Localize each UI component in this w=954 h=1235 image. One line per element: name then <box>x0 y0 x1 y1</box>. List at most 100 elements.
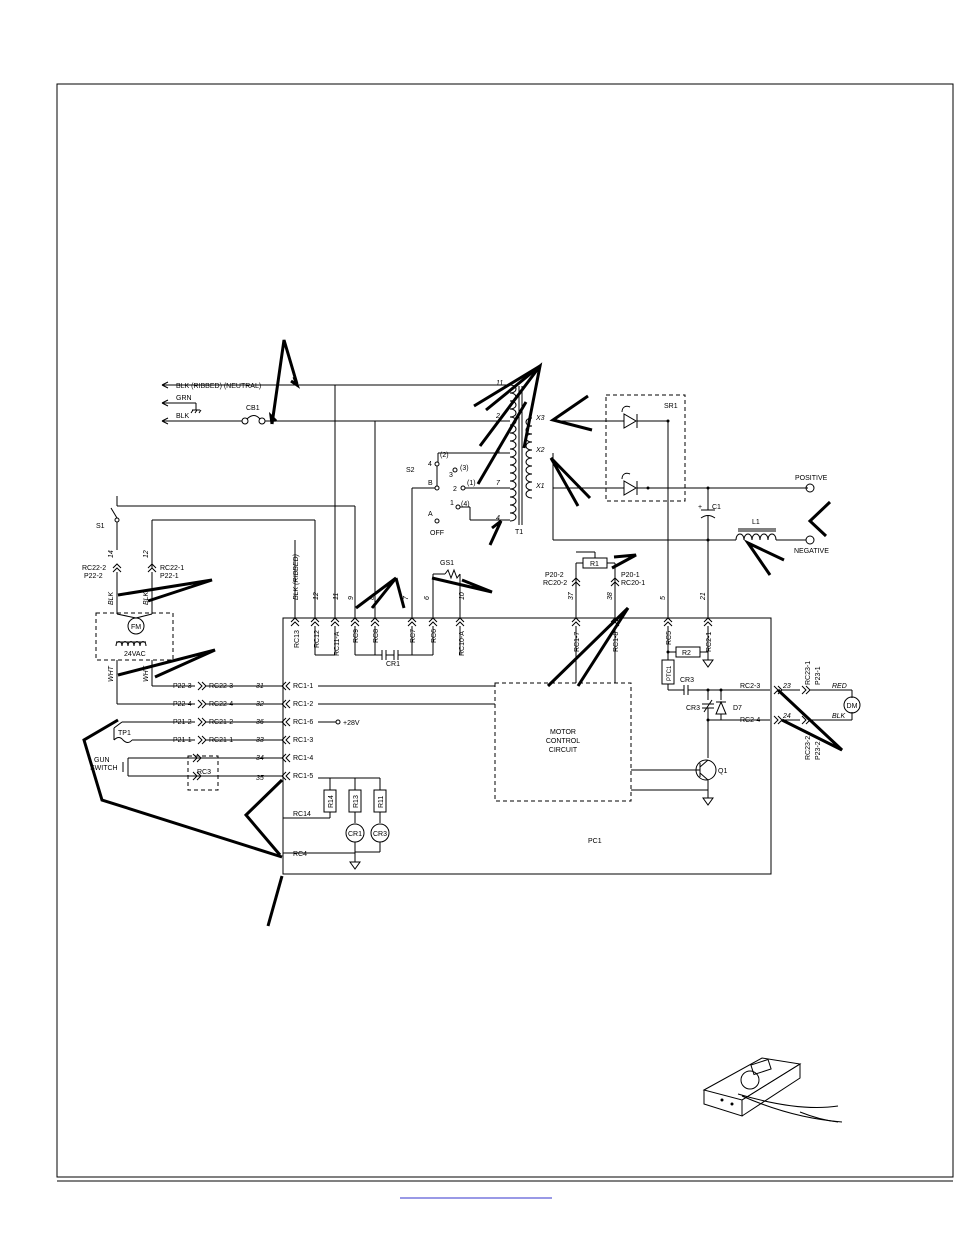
pc-board: PC1 <box>282 617 772 875</box>
svg-text:RC4: RC4 <box>293 851 307 858</box>
svg-text:14: 14 <box>108 550 115 558</box>
tap-4: 4 <box>496 515 500 522</box>
r1-label: R1 <box>590 561 599 568</box>
svg-text:RC1-2: RC1-2 <box>293 701 313 708</box>
drive-motor-icon <box>843 696 861 714</box>
pc1-label: PC1 <box>588 838 602 845</box>
svg-text:5: 5 <box>660 596 667 600</box>
mains-input: BLK (RIBBED) (NEUTRAL) GRN BLK CB1 <box>161 381 376 618</box>
svg-text:+: + <box>698 504 702 511</box>
svg-text:RC1-1: RC1-1 <box>293 683 313 690</box>
svg-text:R11: R11 <box>378 796 385 808</box>
svg-text:CIRCUIT: CIRCUIT <box>549 747 578 754</box>
svg-text:RC6: RC6 <box>431 629 438 643</box>
svg-text:RC1-7: RC1-7 <box>574 632 581 652</box>
svg-text:RC1-3: RC1-3 <box>293 737 313 744</box>
svg-text:P22-2: P22-2 <box>84 573 103 580</box>
tap-2: 2 <box>495 413 500 420</box>
svg-text:RC23-2: RC23-2 <box>805 736 812 760</box>
svg-text:BLK (RIBBED): BLK (RIBBED) <box>293 554 300 600</box>
tap-x2: X2 <box>535 447 545 454</box>
output-stage: + C1 L1 POSITIVE NEGATIVE <box>698 475 829 618</box>
svg-text:RC7: RC7 <box>410 629 417 643</box>
svg-text:BLK: BLK <box>832 713 846 720</box>
t1-primary-coil <box>509 384 517 522</box>
tap-x3: X3 <box>535 415 545 422</box>
c1-label: C1 <box>712 504 721 511</box>
svg-text:11: 11 <box>333 593 340 600</box>
svg-text:D7: D7 <box>733 705 742 712</box>
svg-text:RC8: RC8 <box>373 629 380 643</box>
svg-text:PTC1: PTC1 <box>667 665 673 681</box>
l1-label: L1 <box>752 519 760 526</box>
svg-text:DM: DM <box>847 703 858 710</box>
svg-text:1: 1 <box>450 500 454 507</box>
svg-text:RC10-A: RC10-A <box>459 631 466 656</box>
negative-label: NEGATIVE <box>794 548 829 555</box>
breaker-icon <box>246 415 261 420</box>
tap-x1: X1 <box>535 483 545 490</box>
svg-text:RC2-1: RC2-1 <box>706 632 713 652</box>
svg-text:BLK: BLK <box>143 591 150 605</box>
svg-text:CR3: CR3 <box>680 677 694 684</box>
drive-motor: 23 24 RC23-1 P23-1 RC23-2 P23-2 RED BLK … <box>773 661 861 760</box>
fan-circuit: S1 14 12 RC22-2 P22-2 RC22-1 P22-1 BLK B… <box>82 496 356 704</box>
board-internal: R14 RC14 R13 CR1 R11 CR3 RC4 MOTOR CONTR… <box>283 626 770 870</box>
tp1-icon <box>113 737 133 743</box>
ground-label: GRN <box>176 395 192 402</box>
neutral-label: BLK (RIBBED) (NEUTRAL) <box>176 383 261 390</box>
svg-text:4: 4 <box>428 461 432 468</box>
svg-text:MOTOR: MOTOR <box>550 729 576 736</box>
sr1-label: SR1 <box>664 403 678 410</box>
q1-label: Q1 <box>718 768 727 775</box>
svg-text:RC1-8: RC1-8 <box>613 632 620 652</box>
l1-inductor <box>735 533 777 541</box>
svg-text:RC1-4: RC1-4 <box>293 755 313 762</box>
multimeter-illustration <box>702 1057 843 1123</box>
svg-text:P22-1: P22-1 <box>160 573 179 580</box>
cb1-label: CB1 <box>246 405 260 412</box>
test-arrows <box>82 339 844 927</box>
svg-text:FM: FM <box>131 624 141 631</box>
svg-text:RC2-3: RC2-3 <box>740 683 760 690</box>
pc1-outline <box>282 617 772 875</box>
svg-text:38: 38 <box>607 592 614 600</box>
svg-text:P20-1: P20-1 <box>621 572 640 579</box>
svg-text:9: 9 <box>348 596 355 600</box>
svg-text:RED: RED <box>832 683 847 690</box>
svg-text:3: 3 <box>449 472 453 479</box>
svg-text:(1): (1) <box>467 480 476 487</box>
svg-text:7: 7 <box>403 595 410 600</box>
svg-text:12: 12 <box>313 592 320 600</box>
t1-label: T1 <box>515 529 523 536</box>
svg-text:RC20-2: RC20-2 <box>543 580 567 587</box>
svg-text:RC12: RC12 <box>314 630 321 648</box>
svg-text:2: 2 <box>453 486 457 493</box>
svg-text:RC2-4: RC2-4 <box>740 717 760 724</box>
svg-text:A: A <box>428 511 433 518</box>
svg-text:10: 10 <box>459 592 466 600</box>
svg-text:SWITCH: SWITCH <box>90 765 118 772</box>
svg-text:P21-2: P21-2 <box>173 719 192 726</box>
svg-text:23: 23 <box>782 683 791 690</box>
svg-text:RC1-5: RC1-5 <box>293 773 313 780</box>
cr1-contact-label: CR1 <box>386 661 400 668</box>
page-frame <box>56 83 954 1178</box>
svg-text:R13: R13 <box>353 795 360 808</box>
svg-text:37: 37 <box>568 591 575 600</box>
gun-switch: TP1 GUN SWITCH RC3 <box>90 721 219 791</box>
svg-text:(3): (3) <box>460 465 469 472</box>
svg-text:B: B <box>428 480 433 487</box>
supply-28v: +28V <box>343 720 360 727</box>
svg-text:RC20-1: RC20-1 <box>621 580 645 587</box>
svg-text:RC23-1: RC23-1 <box>805 661 812 685</box>
selector-switch-s2[interactable]: S2 4 (2) 3 (3) B 2 (1) 1 (4) A OFF <box>406 452 486 618</box>
svg-text:CR3: CR3 <box>686 705 700 712</box>
svg-text:24VAC: 24VAC <box>124 651 146 658</box>
svg-text:R14: R14 <box>328 795 335 808</box>
svg-text:RC11-A: RC11-A <box>334 631 341 656</box>
svg-text:6: 6 <box>424 596 431 600</box>
svg-text:RC13: RC13 <box>294 630 301 648</box>
svg-text:24: 24 <box>782 713 791 720</box>
